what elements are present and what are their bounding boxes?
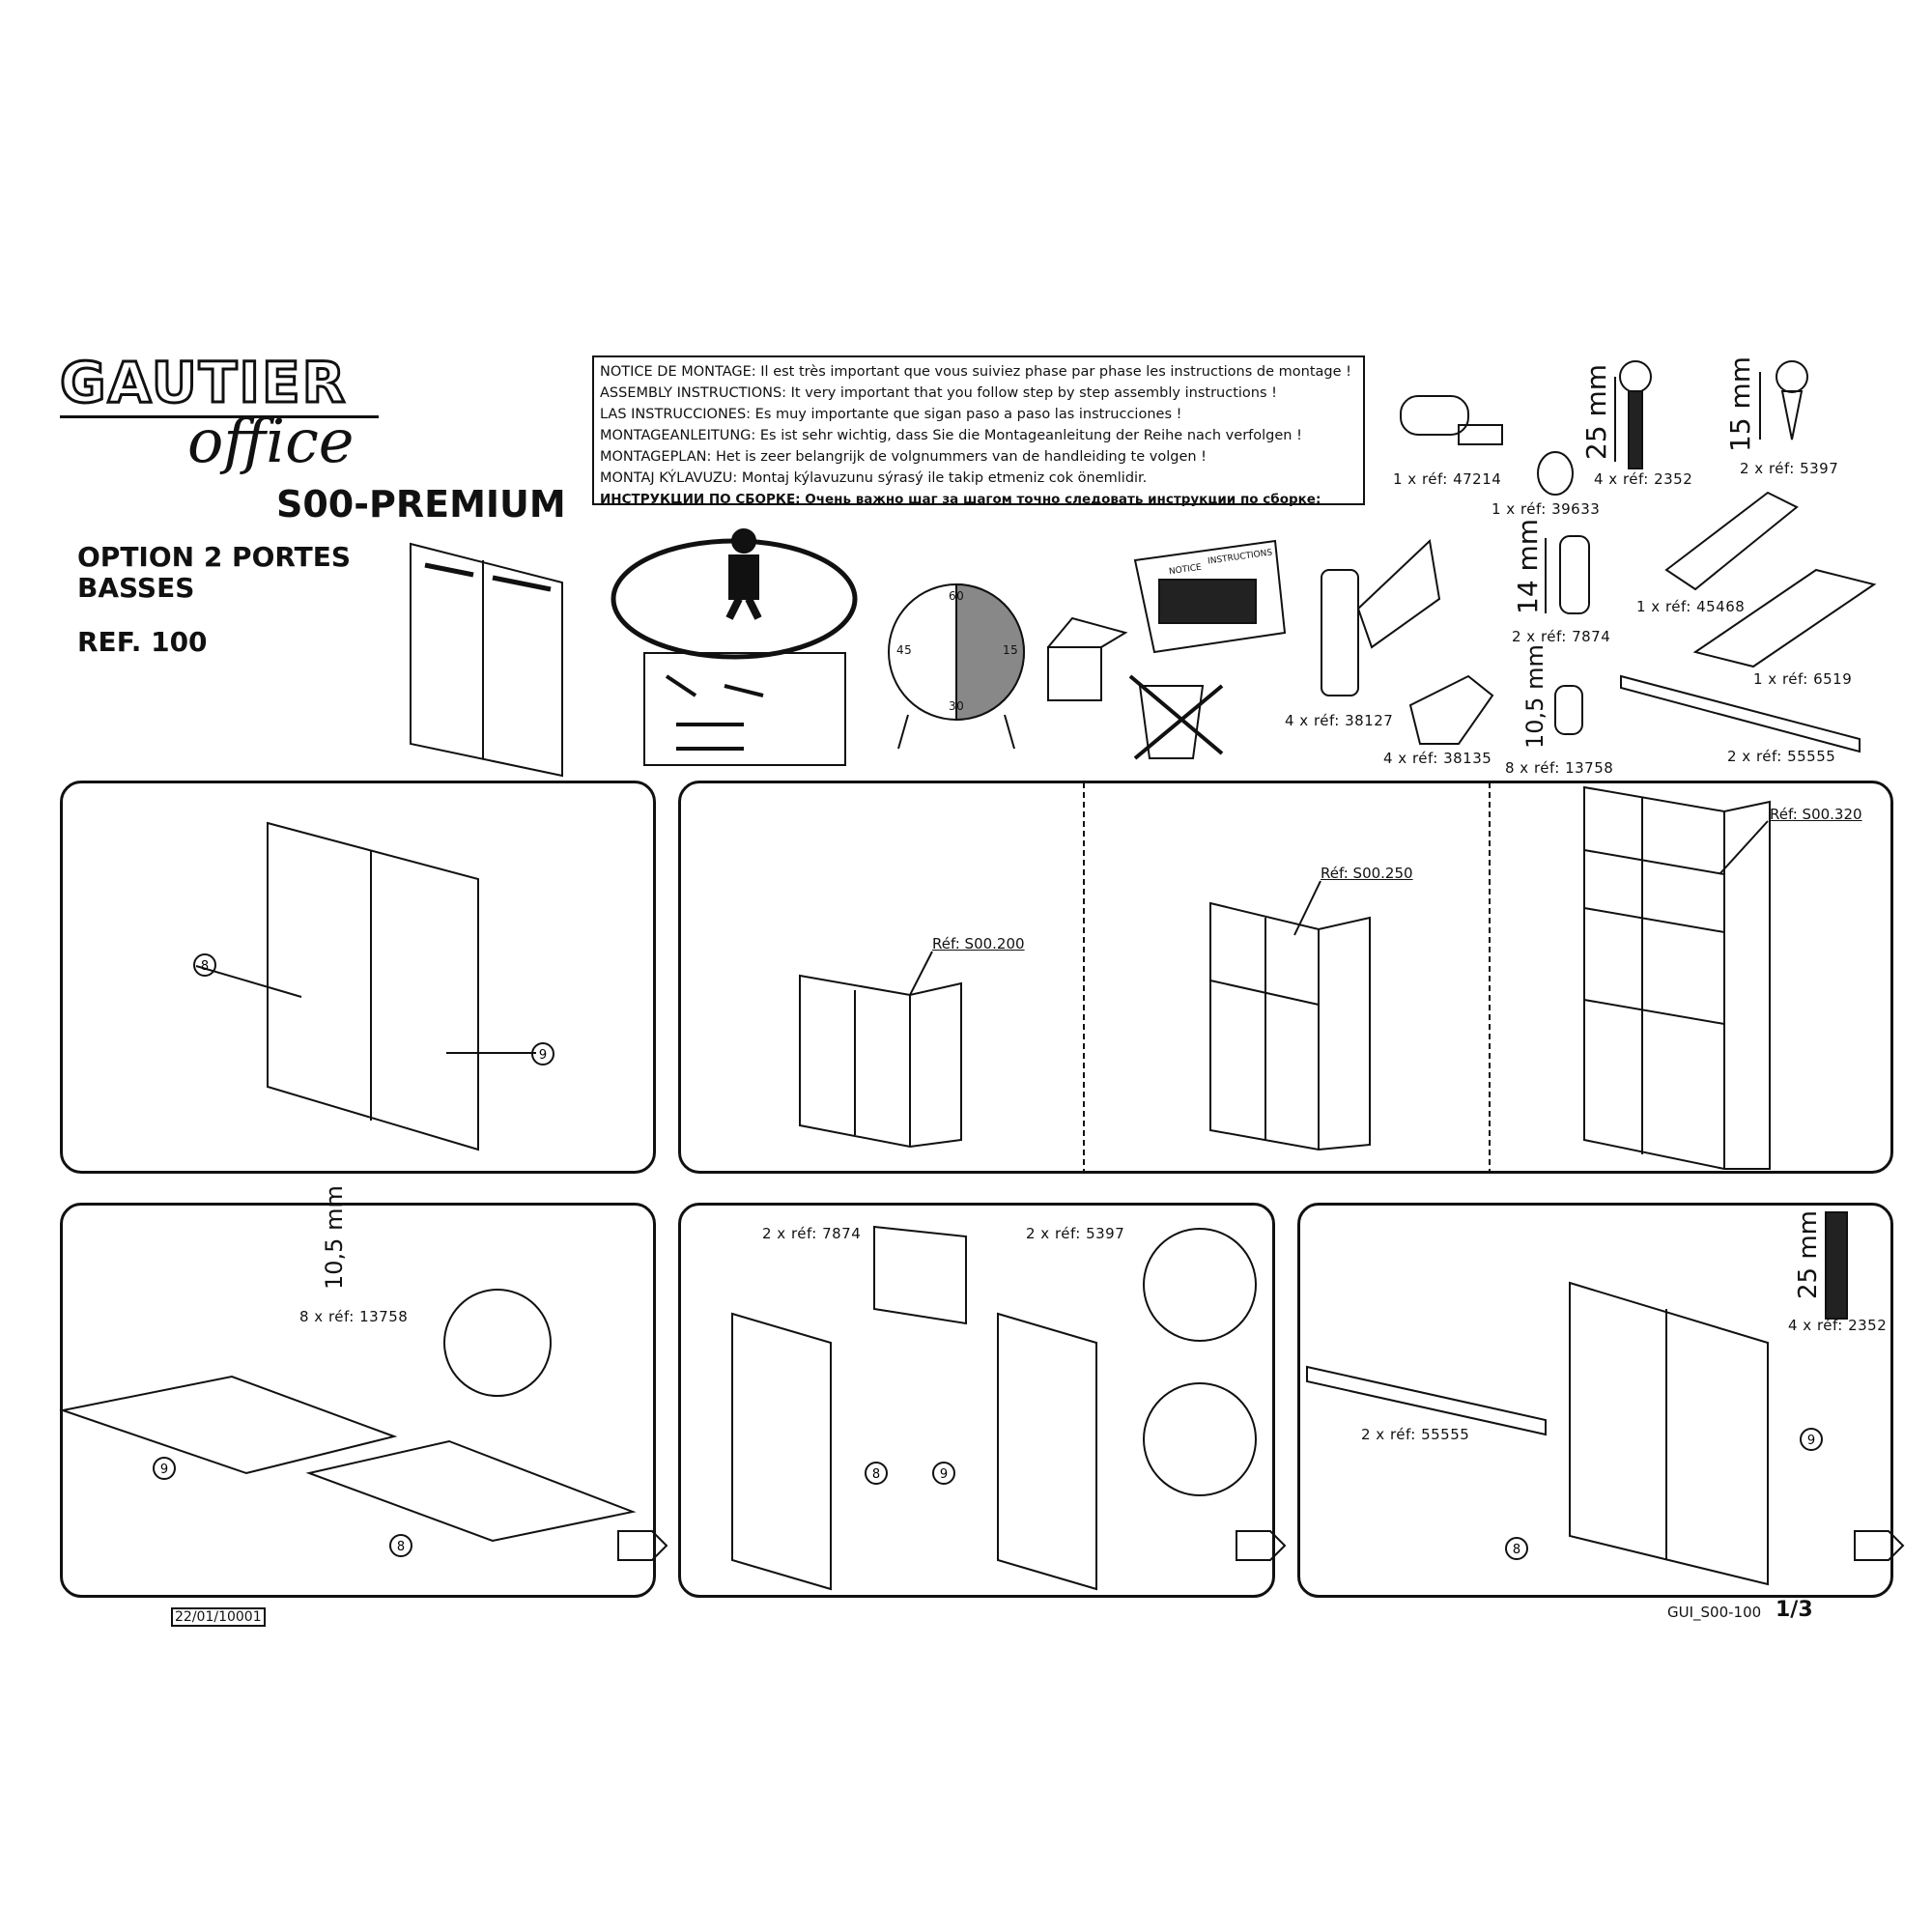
callout-text: 9 — [160, 1463, 168, 1477]
callout-9 — [153, 1457, 176, 1480]
toolbox-icon — [1047, 616, 1128, 701]
callout-8 — [193, 953, 216, 977]
logo-underline — [60, 415, 379, 418]
step3-doors-drawing — [731, 1225, 1257, 1591]
series-title: S00-PREMIUM — [276, 483, 566, 526]
notice-fr: NOTICE DE MONTAGE: Il est très important… — [600, 364, 1351, 380]
step3-part-b: 2 x réf: 5397 — [1026, 1225, 1125, 1242]
callout-9 — [531, 1042, 554, 1065]
part-label-55555: 2 x réf: 55555 — [1727, 748, 1836, 765]
hinge-part-icon — [1321, 538, 1441, 696]
rail-part-icon — [1620, 674, 1861, 753]
assembly-notice: NOTICE DE MONTAGE: Il est très important… — [592, 355, 1365, 507]
clock-45: 45 — [896, 643, 913, 657]
notice-ru: ИНСТРУКЦИИ ПО СБОРКЕ: Очень важно шаг за… — [600, 492, 1321, 507]
callout-8 — [1505, 1537, 1528, 1560]
step4-dim: 25 mm — [1794, 1209, 1823, 1299]
callout-9 — [932, 1462, 955, 1485]
part-label-2352: 4 x réf: 2352 — [1594, 470, 1693, 488]
part-label-47214: 1 x réf: 47214 — [1393, 470, 1502, 488]
bolt-25mm-icon — [1614, 360, 1652, 469]
brand-logo: GAUTIER — [58, 349, 348, 417]
clock-30: 30 — [949, 699, 965, 713]
step4-part-a: 2 x réf: 55555 — [1361, 1426, 1470, 1443]
instruction-booklet-icon — [1133, 539, 1287, 654]
clock-15: 15 — [1003, 643, 1019, 657]
step2-dim: 10,5 mm — [321, 1185, 348, 1290]
ref-s00-250: Réf: S00.250 — [1321, 865, 1413, 882]
step4-panel — [1297, 1203, 1893, 1598]
option-line1: OPTION 2 PORTES — [77, 541, 352, 573]
step4-part-b: 4 x réf: 2352 — [1788, 1317, 1888, 1334]
step2-panels-drawing — [59, 1289, 637, 1543]
next-arrow-icon — [617, 1530, 668, 1561]
step3-panel — [678, 1203, 1275, 1598]
handle-part-icon — [1664, 491, 1799, 591]
cabinet-s00-250 — [1209, 901, 1371, 1151]
notice-nl: MONTAGEPLAN: Het is zeer belangrijk de v… — [600, 449, 1207, 465]
step4-assembly-drawing — [1306, 1211, 1848, 1586]
reference: REF. 100 — [77, 626, 208, 658]
option-line2: BASSES — [77, 572, 195, 604]
callout-text: 8 — [1513, 1543, 1520, 1557]
dowel-14mm-icon — [1545, 535, 1590, 614]
footer-doc-code: GUI_S00-100 — [1667, 1604, 1762, 1621]
tools-icons — [665, 674, 764, 751]
notice-de: MONTAGEANLEITUNG: Es ist sehr wichtig, d… — [600, 428, 1302, 443]
part-label-38135: 4 x réf: 38135 — [1383, 750, 1492, 767]
step3-part-a: 2 x réf: 7874 — [762, 1225, 862, 1242]
door-pair-preview-illustration — [410, 542, 563, 778]
plate-part-icon — [1692, 568, 1877, 668]
step1-panel-compatible-cabinets — [678, 781, 1893, 1174]
ref-s00-200: Réf: S00.200 — [932, 935, 1025, 952]
part-label-39633: 1 x réf: 39633 — [1492, 500, 1601, 518]
person-rotate-icon — [611, 528, 858, 660]
logo-office: office — [187, 406, 355, 476]
footer-page: 1/3 — [1776, 1598, 1813, 1622]
part-label-38127: 4 x réf: 38127 — [1285, 712, 1394, 729]
leader-line — [1719, 820, 1769, 875]
callout-text: 9 — [940, 1467, 948, 1482]
ring-part-icon — [1537, 451, 1574, 496]
callout-text: 9 — [539, 1048, 547, 1063]
next-arrow-icon — [1854, 1530, 1905, 1561]
step2-panel — [60, 1203, 656, 1598]
no-wastebasket-icon — [1128, 674, 1224, 760]
callout-text: 8 — [201, 959, 209, 974]
part-label-7874: 2 x réf: 7874 — [1512, 628, 1611, 645]
notice-en: ASSEMBLY INSTRUCTIONS: It very important… — [600, 385, 1277, 401]
part-label-13758: 8 x réf: 13758 — [1505, 759, 1614, 777]
callout-text: 9 — [1807, 1434, 1815, 1448]
step2-part-label: 8 x réf: 13758 — [299, 1308, 409, 1325]
footer-date: 22/01/10001 — [171, 1607, 266, 1627]
hinge-plate-icon — [1408, 674, 1494, 745]
tools-box — [643, 652, 846, 766]
clock-icon — [888, 582, 1025, 750]
callout-text: 8 — [397, 1540, 405, 1554]
part-label-45468: 1 x réf: 45468 — [1636, 598, 1746, 615]
leader-line — [1293, 880, 1321, 936]
callout-8 — [865, 1462, 888, 1485]
step1-panel-doors — [60, 781, 656, 1174]
callout-8 — [389, 1534, 412, 1557]
lock-part-icon — [1400, 395, 1503, 445]
callout-text: 8 — [872, 1467, 880, 1482]
next-arrow-icon — [1236, 1530, 1287, 1561]
part-label-6519: 1 x réf: 6519 — [1753, 670, 1853, 688]
cabinet-s00-320 — [1583, 785, 1771, 1170]
screw-15mm-icon — [1759, 360, 1808, 440]
notice-tr: MONTAJ KÝLAVUZU: Montaj kýlavuzunu sýras… — [600, 470, 1148, 486]
ref-s00-320: Réf: S00.320 — [1770, 806, 1862, 823]
dowel-10mm-icon — [1554, 685, 1583, 735]
part-label-5397: 2 x réf: 5397 — [1740, 460, 1839, 477]
notice-es: LAS INSTRUCCIONES: Es muy importante que… — [600, 407, 1182, 422]
callout-9 — [1800, 1428, 1823, 1451]
leader-line — [909, 951, 933, 996]
clock-60: 60 — [949, 589, 965, 603]
